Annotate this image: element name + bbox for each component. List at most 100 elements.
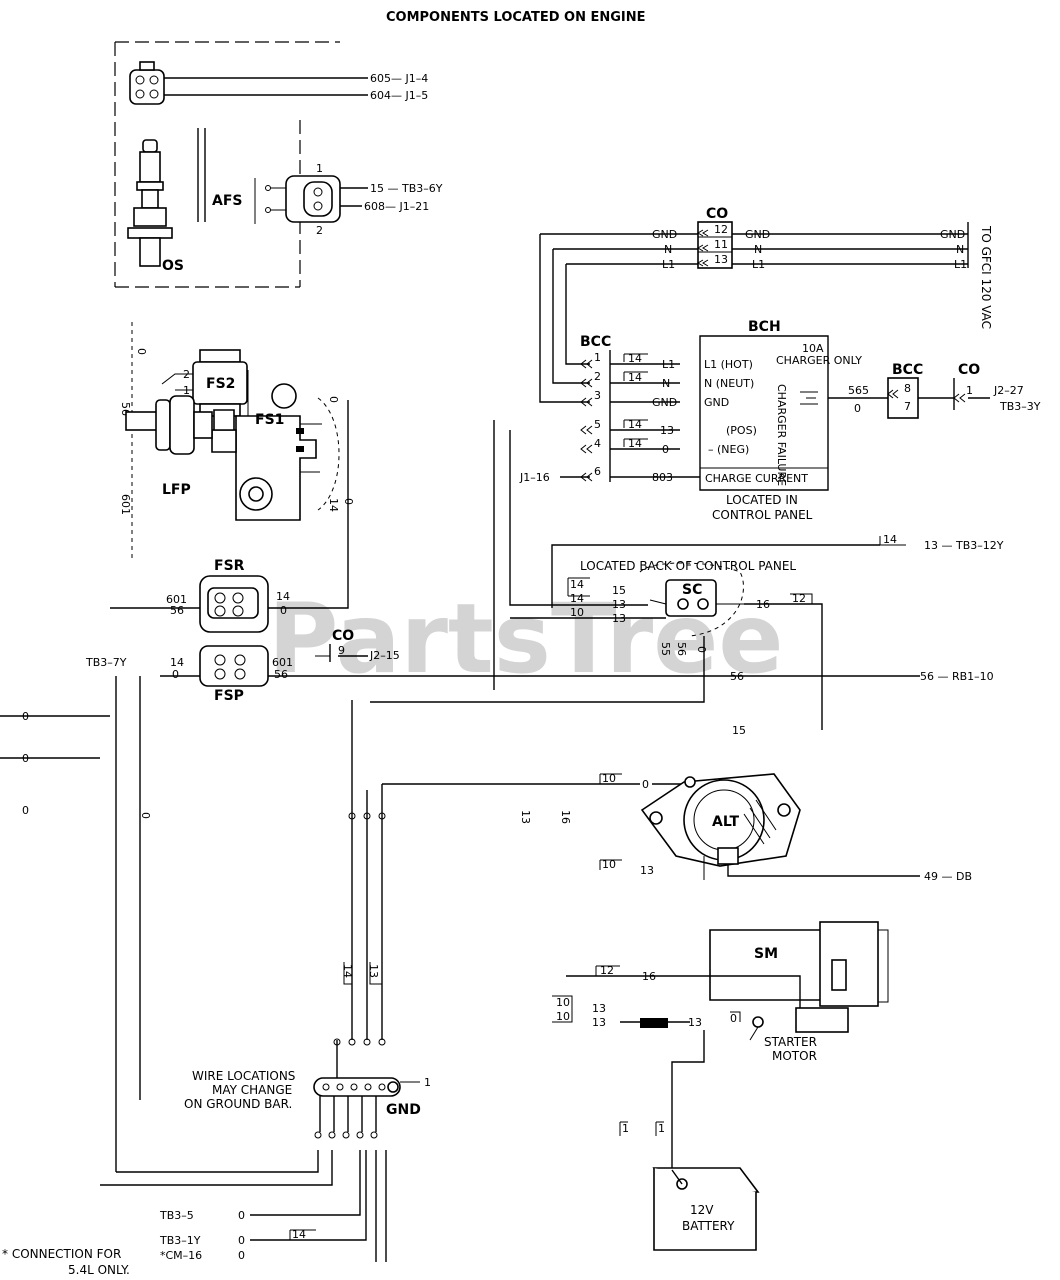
- wire-15-afs-label: 15 — TB3–6Y: [370, 182, 443, 195]
- sc-location-note: LOCATED BACK OF CONTROL PANEL: [580, 559, 796, 573]
- fs-0-c: 0: [327, 396, 340, 403]
- sc-label: SC: [682, 582, 702, 598]
- bcc2-pin-7: 7: [904, 400, 911, 413]
- bch-failure-label: CHARGER FAILURE: [775, 384, 788, 486]
- alt-wire-10-b: 10: [602, 858, 616, 871]
- sm-wire-13-b: 13: [592, 1016, 606, 1029]
- wire-14-bottom: 14: [292, 1228, 306, 1241]
- bch-gnd-label: GND: [704, 396, 729, 409]
- wire-gnd-end: GND: [940, 228, 965, 241]
- gnd-wire-13: 13: [367, 964, 380, 978]
- fsr-wire-56: 56: [170, 604, 184, 617]
- co-pin-11: 11: [714, 238, 728, 251]
- bch-label: BCH: [748, 319, 781, 335]
- left-wire-0-b: 0: [22, 752, 29, 765]
- wire-tb3-3y: TB3–3Y: [999, 400, 1041, 413]
- wire-rb1-10: 56 — RB1–10: [920, 670, 994, 683]
- afs-connector: [285, 175, 341, 223]
- starter-contactor-group: 14 13 — TB3–12Y LOCATED BACK OF CONTROL …: [370, 420, 1004, 737]
- alt-wire-49: 49 — DB: [924, 870, 972, 883]
- fsp-label: FSP: [214, 688, 244, 704]
- co-mid-pin-9: 9: [338, 644, 345, 657]
- afs-pin-2: 2: [316, 224, 323, 237]
- sm-wire-13-a: 13: [592, 1002, 606, 1015]
- alt-label: ALT: [712, 814, 739, 830]
- co-pin-12: 12: [714, 223, 728, 236]
- os-afs-group: 605— J1–4 604— J1–5 OS AFS 1 2: [114, 41, 443, 288]
- bcc-pin-2: 2: [594, 370, 601, 383]
- wire-n-in: N: [664, 243, 672, 256]
- battery-wire-1-b: 1: [658, 1122, 665, 1135]
- wire-j2-27: J2–27: [993, 384, 1024, 397]
- wire-tb3-1y-0: 0: [238, 1234, 245, 1247]
- sc-wire-14-b: 14: [570, 592, 584, 605]
- wire-j1-16: J1–16: [519, 471, 550, 484]
- wire-n-end: N: [956, 243, 964, 256]
- sc-wire-55: 55: [659, 642, 672, 656]
- oxygen-sensor-connector: [129, 61, 165, 105]
- fs2-pin-1: 1: [183, 384, 190, 397]
- bcc-main-label: BCC: [580, 334, 611, 350]
- wire-14-a: 14: [628, 352, 642, 365]
- fs2-label: FS2: [206, 376, 235, 392]
- co-right-label: CO: [958, 362, 980, 378]
- starter-motor-group: SM 12 16 10 10 13 13 13 0 STARTER MOTOR: [552, 921, 889, 1170]
- fsr-wire-601: 601: [166, 593, 187, 606]
- wire-604-label: 604— J1–5: [370, 89, 428, 102]
- sc-wire-12: 12: [792, 592, 806, 605]
- sc-wire-56: 56: [675, 642, 688, 656]
- sm-wire-10-a: 10: [556, 996, 570, 1009]
- sc-wire-16: 16: [756, 598, 770, 611]
- bch-location-2: CONTROL PANEL: [712, 508, 813, 522]
- starter-note-2: MOTOR: [772, 1049, 817, 1063]
- sc-wire-10: 10: [570, 606, 584, 619]
- battery-note-1: 12V: [690, 1203, 714, 1217]
- sm-wire-13-c: 13: [688, 1016, 702, 1029]
- co2-pin-1: 1: [966, 384, 973, 397]
- alternator-group: 10 0 13 16 ALT 49 — DB 10 13: [382, 772, 972, 883]
- wire-14-c: 14: [628, 418, 642, 431]
- bcc-pin-6: 6: [594, 465, 601, 478]
- sm-wire-0: 0: [730, 1012, 737, 1025]
- wire-bch-803: 803: [652, 471, 673, 484]
- co-pin-13: 13: [714, 253, 728, 266]
- fsp-wire-601: 601: [272, 656, 293, 669]
- bcc-pin-4: 4: [594, 437, 601, 450]
- wire-tb3-5-0: 0: [238, 1209, 245, 1222]
- fsr-wire-14: 14: [276, 590, 290, 603]
- wire-bch-13: 13: [660, 424, 674, 437]
- battery-note-2: BATTERY: [682, 1219, 735, 1233]
- sc-wire-15: 15: [612, 584, 626, 597]
- gnd-wire-1: 1: [424, 1076, 431, 1089]
- wire-605-label: 605— J1–4: [370, 72, 428, 85]
- fuel-solenoid-group: 0 56 0 601 0 14 0 FS2 2 1 FS1 LFP: [119, 322, 355, 609]
- footnote-1: * CONNECTION FOR: [2, 1247, 121, 1261]
- gnd-label: GND: [386, 1102, 421, 1118]
- battery-wire-1-a: 1: [622, 1122, 629, 1135]
- wire-gnd-in: GND: [652, 228, 677, 241]
- fsr-wire-0: 0: [280, 604, 287, 617]
- wire-tb3-12y: 13 — TB3–12Y: [924, 539, 1004, 552]
- wire-bch-l1: L1: [662, 358, 675, 371]
- wire-bch-0: 0: [662, 443, 669, 456]
- fsp-tb3-7y: TB3–7Y: [85, 656, 127, 669]
- co-mid-label: CO: [332, 628, 354, 644]
- wire-0-right: 0: [854, 402, 861, 415]
- wire-14-top: 14: [883, 533, 897, 546]
- wire-tb3-5: TB3–5: [159, 1209, 194, 1222]
- wire-location-note-3: ON GROUND BAR.: [184, 1097, 292, 1111]
- wire-gnd-out: GND: [745, 228, 770, 241]
- sm-wire-10-b: 10: [556, 1010, 570, 1023]
- wire-n-out: N: [754, 243, 762, 256]
- co-mid-j2-15: J2–15: [369, 649, 400, 662]
- co-top-label: CO: [706, 206, 728, 222]
- fsr-fsp-group: FSR 601 56 14 0 FSP TB3–7Y 14 0 601 56 C…: [85, 558, 700, 1172]
- ground-bundle-group: 14 13 WIRE LOCATIONS MAY CHANGE ON GROUN…: [2, 700, 431, 1277]
- fsp-wire-0: 0: [172, 668, 179, 681]
- bch-hot-label: L1 (HOT): [704, 358, 753, 371]
- sm-wire-12: 12: [600, 964, 614, 977]
- fsp-wire-14: 14: [170, 656, 184, 669]
- wire-14-b: 14: [628, 371, 642, 384]
- wire-565: 565: [848, 384, 869, 397]
- sm-wire-16: 16: [642, 970, 656, 983]
